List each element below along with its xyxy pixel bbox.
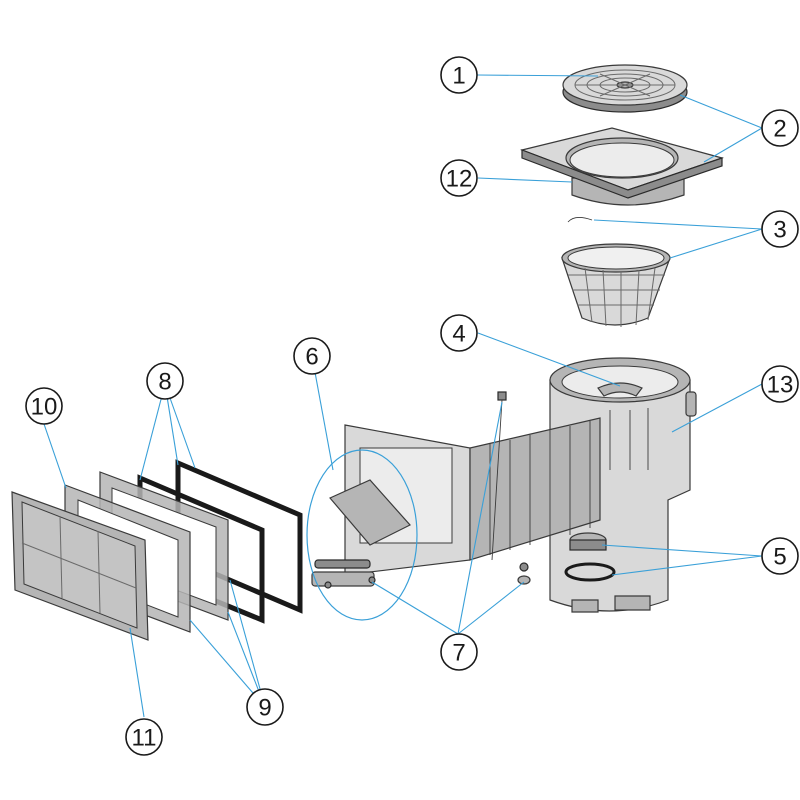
svg-text:6: 6	[305, 344, 318, 371]
svg-text:11: 11	[132, 725, 157, 752]
callout-12: 12	[440, 159, 478, 197]
part-lid	[562, 64, 688, 113]
callout-8: 8	[146, 362, 184, 400]
svg-text:2: 2	[773, 116, 786, 143]
svg-text:8: 8	[158, 369, 171, 396]
callout-11: 11	[125, 718, 163, 756]
svg-text:4: 4	[452, 321, 465, 348]
callout-10: 10	[25, 387, 63, 425]
part-drain-fittings	[564, 532, 651, 613]
svg-text:13: 13	[767, 372, 794, 399]
callout-5: 5	[761, 537, 799, 575]
callout-13: 13	[761, 365, 799, 403]
callout-6: 6	[293, 337, 331, 375]
leader-lines	[43, 74, 763, 718]
svg-text:10: 10	[31, 394, 58, 421]
part-screws	[324, 391, 531, 589]
svg-text:5: 5	[773, 544, 786, 571]
callout-3: 3	[761, 210, 799, 248]
svg-text:1: 1	[452, 63, 465, 90]
callout-9: 9	[246, 688, 284, 726]
weir-zoom-circle	[306, 449, 418, 621]
svg-text:3: 3	[773, 217, 786, 244]
part-mouth	[311, 417, 601, 587]
callout-4: 4	[440, 314, 478, 352]
callout-1: 1	[440, 56, 478, 94]
part-basket	[561, 217, 671, 327]
svg-text:9: 9	[258, 695, 271, 722]
part-faceplate	[11, 491, 149, 641]
part-square-frame	[519, 127, 725, 206]
callout-2: 2	[761, 109, 799, 147]
svg-text:12: 12	[446, 166, 473, 193]
callout-7: 7	[440, 633, 478, 671]
svg-text:7: 7	[452, 640, 465, 667]
